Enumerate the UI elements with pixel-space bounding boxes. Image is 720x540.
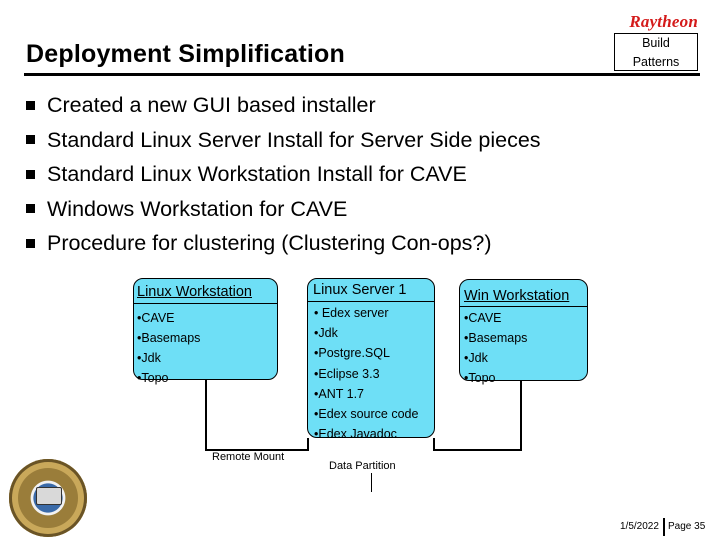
- connector-server-right-down: [433, 438, 435, 451]
- bullet-square-icon: [26, 100, 35, 110]
- connector-ws-down: [205, 380, 207, 450]
- list-item: •Basemaps: [464, 331, 528, 345]
- bullet-item: Standard Linux Server Install for Server…: [26, 123, 541, 158]
- title-divider: [24, 73, 700, 76]
- win-workstation-rule: [460, 306, 587, 307]
- list-item: •Edex Javadoc: [314, 427, 397, 442]
- footer-divider: [663, 518, 665, 536]
- bullet-square-icon: [26, 204, 35, 214]
- connector-bottom-right: [433, 449, 522, 451]
- connector-server-down: [307, 438, 309, 451]
- win-workstation-list: •CAVE •Basemaps •Jdk •Topo: [464, 308, 527, 388]
- linux-server-title: Linux Server 1: [313, 282, 407, 298]
- linux-server-box: Linux Server 1 • Edex server •Jdk •Postg…: [307, 278, 435, 441]
- linux-workstation-list: •CAVE •Basemaps •Jdk •Topo: [137, 308, 200, 388]
- win-workstation-title: Win Workstation: [464, 288, 570, 304]
- bullet-text: Standard Linux Workstation Install for C…: [47, 162, 467, 186]
- linux-server-rule: [308, 301, 434, 302]
- connector-win-down: [520, 381, 522, 451]
- linux-workstation-rule: [134, 303, 277, 304]
- list-item: •ANT 1.7: [314, 386, 364, 401]
- linux-server-list: • Edex server •Jdk •Postgre.SQL •Eclipse…: [314, 303, 418, 444]
- list-item: •Postgre.SQL: [314, 346, 390, 361]
- slide-title: Deployment Simplification: [26, 40, 345, 68]
- connector-data-partition: [371, 473, 372, 492]
- raytheon-logo: Raytheon: [629, 12, 698, 31]
- remote-mount-label: Remote Mount: [212, 451, 285, 463]
- bullet-list: Created a new GUI based installer Standa…: [26, 88, 541, 261]
- footer-page-number: Page 35: [668, 521, 706, 532]
- linux-workstation-box: Linux Workstation •CAVE •Basemaps •Jdk •…: [133, 278, 278, 385]
- section-tag-line1: Build: [642, 36, 670, 50]
- bullet-text: Created a new GUI based installer: [47, 93, 376, 117]
- bullet-square-icon: [26, 169, 35, 179]
- bullet-item: Created a new GUI based installer: [26, 88, 541, 123]
- bullet-text: Procedure for clustering (Clustering Con…: [47, 231, 492, 255]
- bullet-square-icon: [26, 135, 35, 145]
- bullet-item: Windows Workstation for CAVE: [26, 192, 541, 227]
- bullet-item: Procedure for clustering (Clustering Con…: [26, 226, 541, 261]
- bullet-item: Standard Linux Workstation Install for C…: [26, 157, 541, 192]
- list-item: • Edex server: [314, 306, 389, 320]
- footer-date: 1/5/2022: [620, 521, 659, 532]
- list-item: •Jdk: [314, 326, 338, 341]
- seal-center-icon: [36, 487, 62, 505]
- list-item: •CAVE: [464, 311, 502, 325]
- section-tag: Build Patterns: [614, 33, 698, 71]
- seal-logo-icon: [9, 459, 87, 537]
- list-item: •Jdk: [464, 351, 488, 365]
- linux-workstation-title: Linux Workstation: [137, 284, 252, 300]
- data-partition-label: Data Partition: [329, 460, 396, 472]
- list-item: •Edex source code: [314, 407, 419, 422]
- list-item: •Basemaps: [137, 331, 201, 345]
- bullet-square-icon: [26, 238, 35, 248]
- list-item: •Topo: [137, 371, 169, 385]
- list-item: •CAVE: [137, 311, 175, 325]
- list-item: •Topo: [464, 371, 496, 385]
- connector-bottom-left: [205, 449, 309, 451]
- win-workstation-box: Win Workstation •CAVE •Basemaps •Jdk •To…: [459, 279, 588, 385]
- bullet-text: Windows Workstation for CAVE: [47, 196, 348, 221]
- list-item: •Jdk: [137, 351, 161, 365]
- section-tag-line2: Patterns: [632, 55, 680, 69]
- list-item: •Eclipse 3.3: [314, 366, 380, 381]
- bullet-text: Standard Linux Server Install for Server…: [47, 127, 541, 152]
